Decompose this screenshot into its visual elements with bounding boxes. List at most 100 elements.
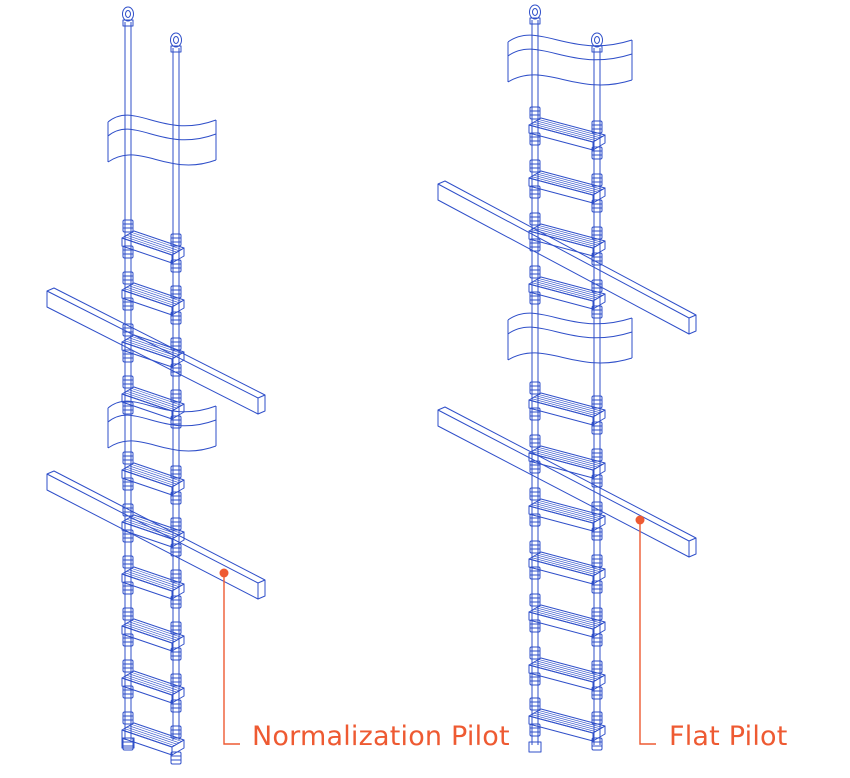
rope-clamp xyxy=(122,401,134,415)
step-groove xyxy=(538,225,603,243)
step-groove xyxy=(131,388,182,406)
shackle-eye xyxy=(125,10,131,18)
rope-clamp xyxy=(591,226,603,240)
step-groove xyxy=(538,710,603,728)
rope-clamp xyxy=(529,185,541,199)
rope-clamp xyxy=(170,285,182,299)
step-groove xyxy=(126,674,177,693)
step-groove xyxy=(531,610,596,628)
step-groove xyxy=(131,284,182,302)
rope-clamp xyxy=(591,395,603,409)
rope-clamp xyxy=(591,501,603,515)
rope-clamp xyxy=(529,238,541,252)
rope-clamp xyxy=(591,737,603,751)
break-symbol xyxy=(507,312,633,325)
step-groove xyxy=(126,622,177,641)
shackle xyxy=(529,4,541,20)
step-groove xyxy=(533,661,598,680)
step-groove xyxy=(129,569,180,588)
shackle-collar xyxy=(122,19,134,27)
break-symbol xyxy=(107,128,217,141)
step-groove xyxy=(533,174,598,193)
rope-clamp xyxy=(529,646,541,660)
flat-plank-lower-edge xyxy=(437,406,697,539)
rope-clamp xyxy=(529,593,541,607)
shackle-eye xyxy=(173,36,179,44)
step-groove xyxy=(124,468,175,486)
rope-clamp xyxy=(529,487,541,501)
rope-clamp xyxy=(591,660,603,674)
step-groove xyxy=(131,724,182,742)
step-groove xyxy=(536,660,601,679)
rope-clamp xyxy=(122,271,134,285)
step-groove xyxy=(531,663,596,681)
rope-clamp xyxy=(170,673,182,687)
rope-clamp xyxy=(529,672,541,686)
rope-clamp xyxy=(529,619,541,633)
shackle xyxy=(591,32,603,48)
rope-clamp xyxy=(591,711,603,725)
step-groove xyxy=(536,120,601,139)
rope-clamp xyxy=(529,159,541,173)
step-groove xyxy=(129,233,180,252)
step-groove xyxy=(531,557,596,575)
rope-clamp xyxy=(122,349,134,363)
step-groove xyxy=(533,712,598,731)
rope-clamp xyxy=(170,491,182,505)
pilot-plank-lower-edge xyxy=(46,470,266,581)
normalization-pilot-ladder xyxy=(46,6,266,765)
step-groove xyxy=(131,336,182,354)
rope-clamp xyxy=(122,607,134,621)
step-groove xyxy=(124,392,175,410)
step-groove xyxy=(131,672,182,690)
break-symbol xyxy=(107,414,217,427)
step-groove xyxy=(131,464,182,482)
step-groove xyxy=(536,607,601,626)
shackle xyxy=(170,32,182,48)
step-groove xyxy=(126,286,177,305)
rope-clamp xyxy=(122,711,134,725)
rope-clamp xyxy=(122,245,134,259)
rope-clamp xyxy=(591,279,603,293)
step-groove xyxy=(536,501,601,520)
step-groove xyxy=(538,278,603,296)
rope-clamp xyxy=(170,595,182,609)
flat-plank-upper-end xyxy=(688,314,697,335)
rope-clamp xyxy=(170,751,182,765)
rope-clamp xyxy=(170,543,182,557)
rope-clamp xyxy=(170,311,182,325)
step-groove xyxy=(531,714,596,732)
step-groove xyxy=(126,234,177,253)
step-groove xyxy=(536,554,601,573)
flat-plank-upper-face xyxy=(437,183,690,335)
rope-clamp xyxy=(170,259,182,273)
rope-clamp xyxy=(170,233,182,247)
step-groove xyxy=(536,711,601,730)
step-groove xyxy=(129,389,180,408)
step-groove xyxy=(536,279,601,298)
break-symbol xyxy=(507,48,633,61)
rope-clamp xyxy=(529,291,541,305)
step-groove xyxy=(533,121,598,140)
step-groove xyxy=(538,659,603,677)
step-groove xyxy=(536,226,601,245)
rope-clamp xyxy=(591,580,603,594)
step-groove xyxy=(129,285,180,304)
rope-clamp xyxy=(591,448,603,462)
rope-clamp xyxy=(591,686,603,700)
rope-clamp xyxy=(591,120,603,134)
step-groove xyxy=(124,340,175,358)
step-groove xyxy=(533,449,598,468)
step-groove xyxy=(533,608,598,627)
rope-clamp xyxy=(170,415,182,429)
rope-clamp xyxy=(122,581,134,595)
callouts xyxy=(219,515,656,745)
step-groove xyxy=(126,570,177,589)
rope-clamp xyxy=(122,297,134,311)
rope-clamp xyxy=(122,219,134,233)
step-groove xyxy=(126,338,177,357)
rope-clamp xyxy=(591,421,603,435)
flat-callout-leader xyxy=(639,520,656,745)
rope-clamp xyxy=(170,725,182,739)
